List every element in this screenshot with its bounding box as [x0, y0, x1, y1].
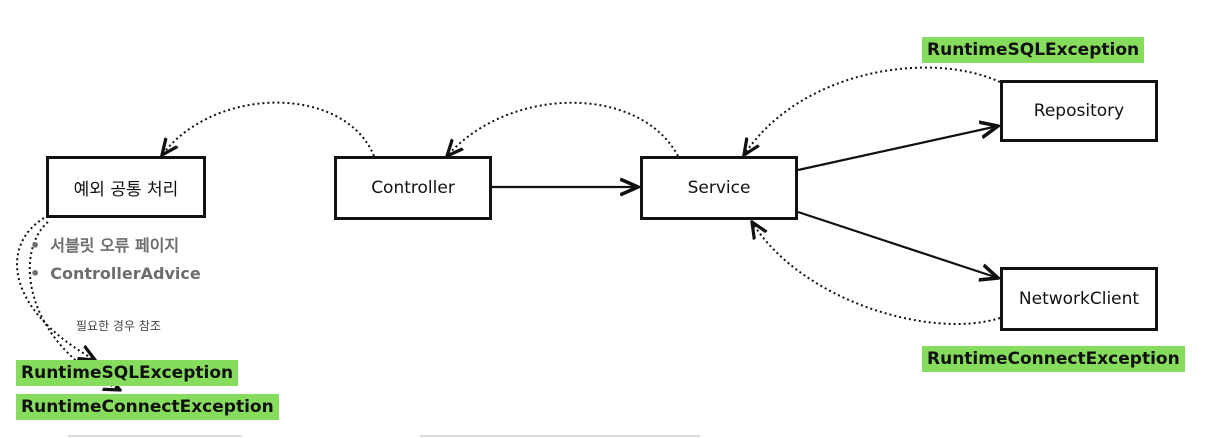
throw-arrow-service-controller: [447, 101, 679, 156]
reference-arrow-handler-sql: [16, 217, 95, 360]
network-client-label: NetworkClient: [1018, 289, 1140, 309]
service-label: Service: [687, 178, 751, 198]
network-client-exception-tag: RuntimeConnectException: [922, 346, 1185, 372]
handled-sql-exception-tag: RuntimeSQLException: [16, 360, 239, 386]
network-client-box: NetworkClient: [1000, 267, 1158, 331]
call-arrow-service-repository: [797, 126, 998, 172]
handled-connect-exception-tag: RuntimeConnectException: [16, 394, 279, 420]
repository-box: Repository: [1000, 80, 1158, 142]
repository-exception-tag: RuntimeSQLException: [922, 37, 1145, 63]
throw-arrow-repository-service: [744, 66, 1001, 155]
exception-handler-label: 예외 공통 처리: [73, 179, 179, 200]
reference-note: 필요한 경우 참조: [76, 319, 161, 333]
throw-arrow-networkclient-service: [752, 222, 1001, 325]
exception-handler-box: 예외 공통 처리: [46, 156, 206, 218]
throw-arrow-controller-handler: [162, 101, 375, 156]
handler-option: ControllerAdvice: [30, 260, 200, 288]
service-box: Service: [640, 156, 798, 220]
handler-option: 서블릿 오류 페이지: [30, 232, 201, 260]
controller-box: Controller: [334, 156, 492, 220]
handler-options-list: 서블릿 오류 페이지 ControllerAdvice: [30, 232, 201, 288]
call-arrow-service-networkclient: [797, 210, 998, 278]
controller-label: Controller: [371, 178, 455, 198]
repository-label: Repository: [1033, 101, 1125, 121]
